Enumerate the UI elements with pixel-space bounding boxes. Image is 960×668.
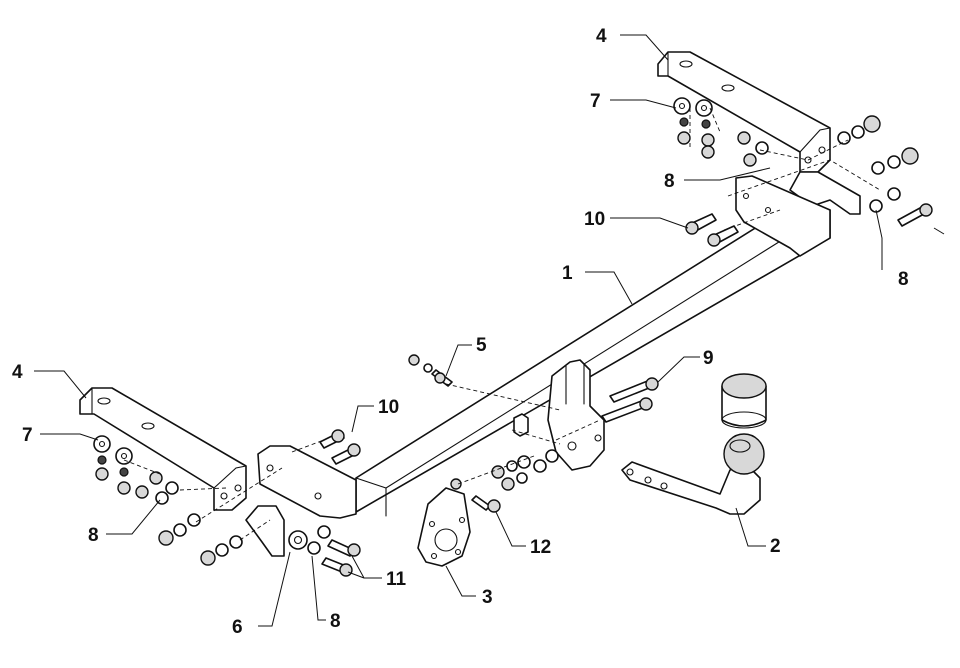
callout-3: 3 [482,587,493,608]
bolt-5 [408,354,453,387]
socket-plate [417,487,471,567]
callout-8-top: 8 [664,171,675,192]
callout-8-left: 8 [88,525,99,546]
fasteners [93,97,933,577]
washer-nut-stack-left [93,435,361,577]
callout-4-top: 4 [596,26,607,47]
callout-10-mid: 10 [378,397,399,418]
bolt-10-mid [319,429,361,465]
leader-lines [34,34,945,627]
callout-7-left: 7 [22,425,33,446]
callout-12: 12 [530,537,551,558]
callout-9: 9 [703,348,714,369]
tow-ball-neck [621,433,765,515]
washer-nut-stack-mid [450,449,559,513]
callout-6: 6 [232,617,243,638]
callout-7-top: 7 [590,91,601,112]
tow-ball-cap [721,373,767,429]
mounting-bracket-left [79,387,285,557]
callout-1: 1 [562,263,573,284]
assembly-lines [123,107,881,541]
bolt-10-top [685,213,739,247]
crossbar-beam [257,175,831,519]
callout-5: 5 [476,335,487,356]
bolt-9 [601,377,659,423]
callout-10-top: 10 [584,209,605,230]
callout-2: 2 [770,536,781,557]
washer-nut-stack-top [673,97,933,227]
callout-4-left: 4 [12,362,23,383]
callout-11: 11 [386,569,407,590]
callout-8-bottom: 8 [330,611,341,632]
callout-8-right: 8 [898,269,909,290]
callout-labels: 1 2 3 4 4 5 6 7 7 8 8 8 8 9 10 10 11 12 [12,26,909,638]
